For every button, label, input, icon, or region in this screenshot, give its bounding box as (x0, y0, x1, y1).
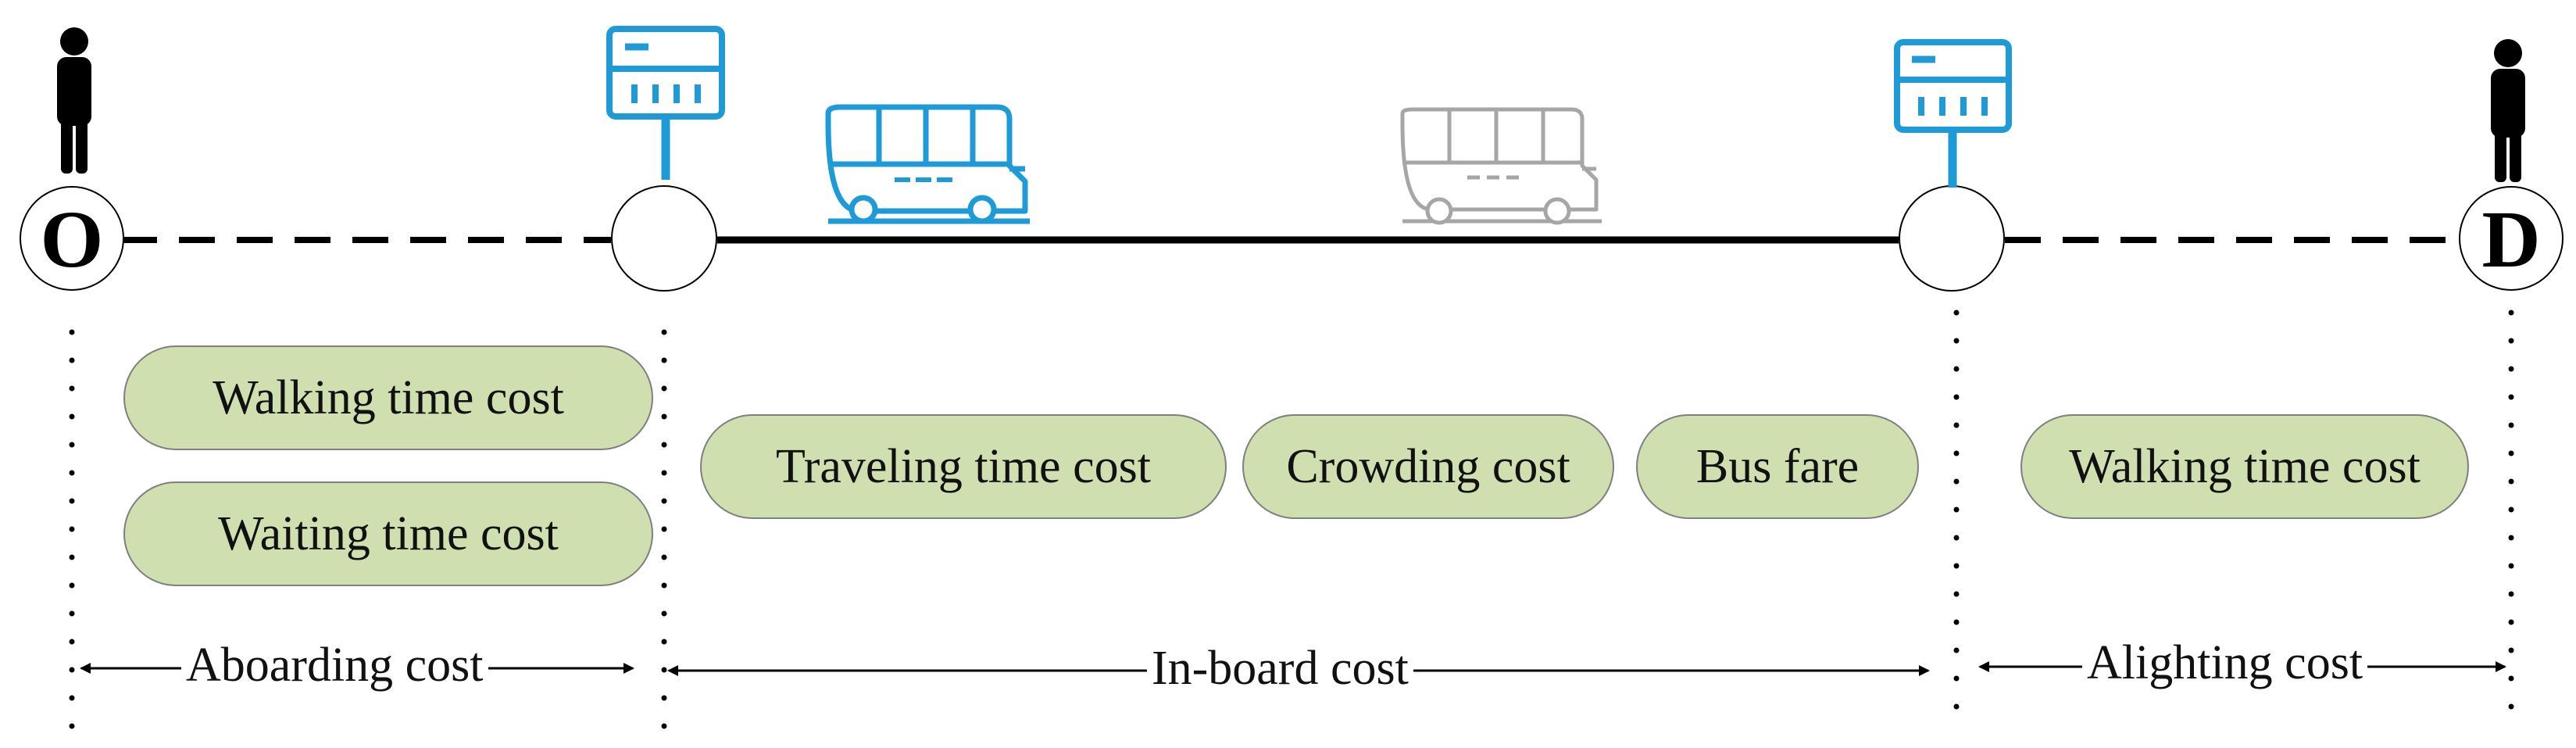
origin-node (20, 186, 124, 291)
walking-time-cost-pill: Walking time cost (2020, 414, 2469, 519)
aboarding-cost-label: Aboarding cost (181, 638, 488, 693)
waiting-time-cost-pill: Waiting time cost (123, 481, 653, 586)
destination-label: D (2481, 195, 2540, 285)
bus-icon (1400, 107, 1602, 225)
crowding-cost-pill: Crowding cost (1242, 414, 1614, 519)
walking-time-cost-pill: Walking time cost (123, 345, 653, 450)
bus-stop-sign-icon (1894, 39, 2012, 188)
bus-fare-pill: Bus fare (1636, 414, 1919, 519)
person-icon (2491, 39, 2525, 182)
bus-icon (825, 104, 1030, 224)
boarding-stop-node (611, 185, 717, 292)
alighting-cost-label: Alighting cost (2082, 635, 2368, 691)
bus-stop-sign-icon (606, 26, 725, 180)
origin-label: O (41, 195, 104, 285)
traveling-time-cost-pill: Traveling time cost (700, 414, 1227, 519)
person-icon (57, 27, 91, 174)
destination-node (2459, 186, 2563, 291)
alighting-stop-node (1899, 185, 2005, 292)
in-board-cost-label: In-board cost (1147, 641, 1413, 696)
